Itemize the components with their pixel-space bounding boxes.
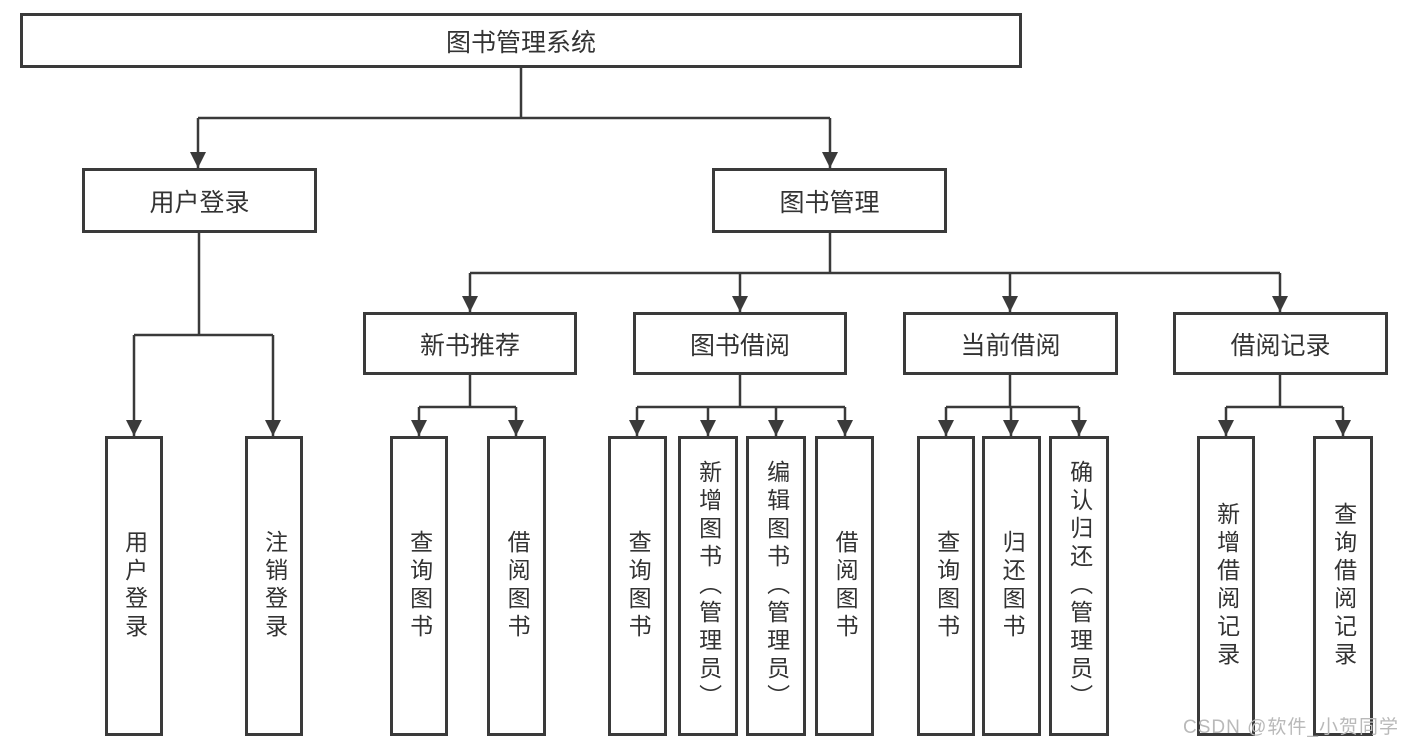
node-newbook-borrow-books: 借阅图书: [487, 436, 546, 736]
node-library-management-system: 图书管理系统: [20, 13, 1022, 68]
edges-root: [190, 68, 838, 168]
edges-borrow-records: [1218, 375, 1351, 436]
edges-book-borrow: [629, 375, 853, 436]
node-current-query-books: 查询图书: [917, 436, 975, 736]
node-current-return-books: 归还图书: [982, 436, 1041, 736]
edges-user-login: [126, 233, 281, 436]
node-borrow-add-books-admin: 新增图书（管理员）: [678, 436, 738, 736]
node-borrow-records: 借阅记录: [1173, 312, 1388, 375]
node-borrow-borrow-books: 借阅图书: [815, 436, 874, 736]
node-user-login: 用户登录: [82, 168, 317, 233]
edges-book-management: [462, 233, 1288, 312]
node-current-borrow: 当前借阅: [903, 312, 1118, 375]
node-book-management: 图书管理: [712, 168, 947, 233]
node-leaf-user-login: 用户登录: [105, 436, 163, 736]
node-leaf-logout: 注销登录: [245, 436, 303, 736]
csdn-watermark: CSDN @软件_小贺同学: [1183, 717, 1399, 738]
node-newbook-query-books: 查询图书: [390, 436, 448, 736]
edges-current-borrow: [938, 375, 1087, 436]
node-records-query-record: 查询借阅记录: [1313, 436, 1373, 736]
node-book-borrow: 图书借阅: [633, 312, 847, 375]
node-borrow-query-books: 查询图书: [608, 436, 667, 736]
node-borrow-edit-books-admin: 编辑图书（管理员）: [746, 436, 806, 736]
node-new-book-recommend: 新书推荐: [363, 312, 577, 375]
edges-new-book-recommend: [411, 375, 524, 436]
node-current-confirm-return-admin: 确认归还（管理员）: [1049, 436, 1109, 736]
node-records-add-record: 新增借阅记录: [1197, 436, 1255, 736]
